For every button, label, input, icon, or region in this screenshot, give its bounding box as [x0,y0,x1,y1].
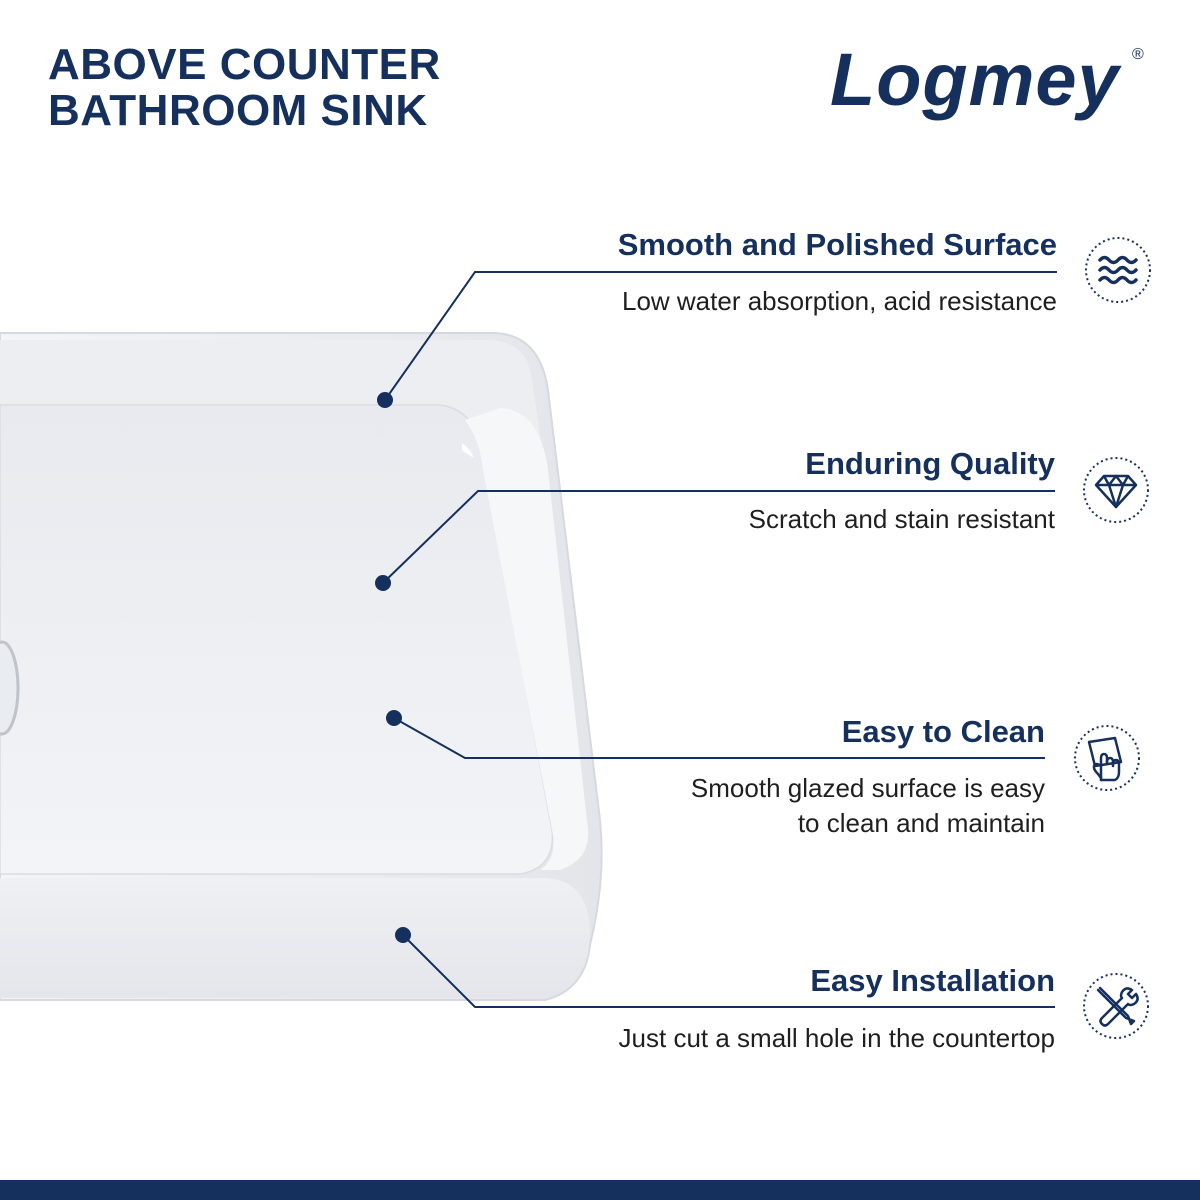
sink-inner-wall [465,408,589,870]
callout-dot-4 [395,927,411,943]
feature-title-quality: Enduring Quality [805,446,1055,481]
hand-wipe-icon [1074,725,1140,791]
feature-desc-clean-line-2: to clean and maintain [797,808,1045,838]
headline-line-1: ABOVE COUNTER [48,40,441,89]
wrench-screwdriver-icon [1083,973,1149,1039]
headline: ABOVE COUNTER BATHROOM SINK [48,42,441,134]
registered-mark: ® [1132,46,1144,63]
feature-title-surface: Smooth and Polished Surface [617,227,1057,262]
callout-dot-1 [377,392,393,408]
diamond-icon [1083,457,1149,523]
feature-title-clean: Easy to Clean [841,714,1045,749]
sink-front-face [0,878,590,998]
callout-dot-3 [386,710,402,726]
feature-desc-quality: Scratch and stain resistant [748,504,1055,534]
feature-title-installation: Easy Installation [810,963,1055,998]
sink-drain [0,640,20,736]
callout-line-4 [402,934,1055,1008]
feature-desc-installation: Just cut a small hole in the countertop [618,1023,1055,1053]
callout-line-2 [382,490,1055,584]
sink-glare [462,443,474,458]
feature-desc-clean-line-1: Smooth glazed surface is easy [690,773,1045,803]
headline-line-2: BATHROOM SINK [48,86,428,135]
feature-desc-surface: Low water absorption, acid resistance [621,286,1057,316]
waves-icon [1085,237,1151,303]
callout-line-1 [384,271,1057,401]
bottom-bar [0,1180,1200,1200]
brand-logo: Logmey [830,38,1120,121]
callout-dot-2 [375,575,391,591]
callout-line-3 [393,717,1045,759]
